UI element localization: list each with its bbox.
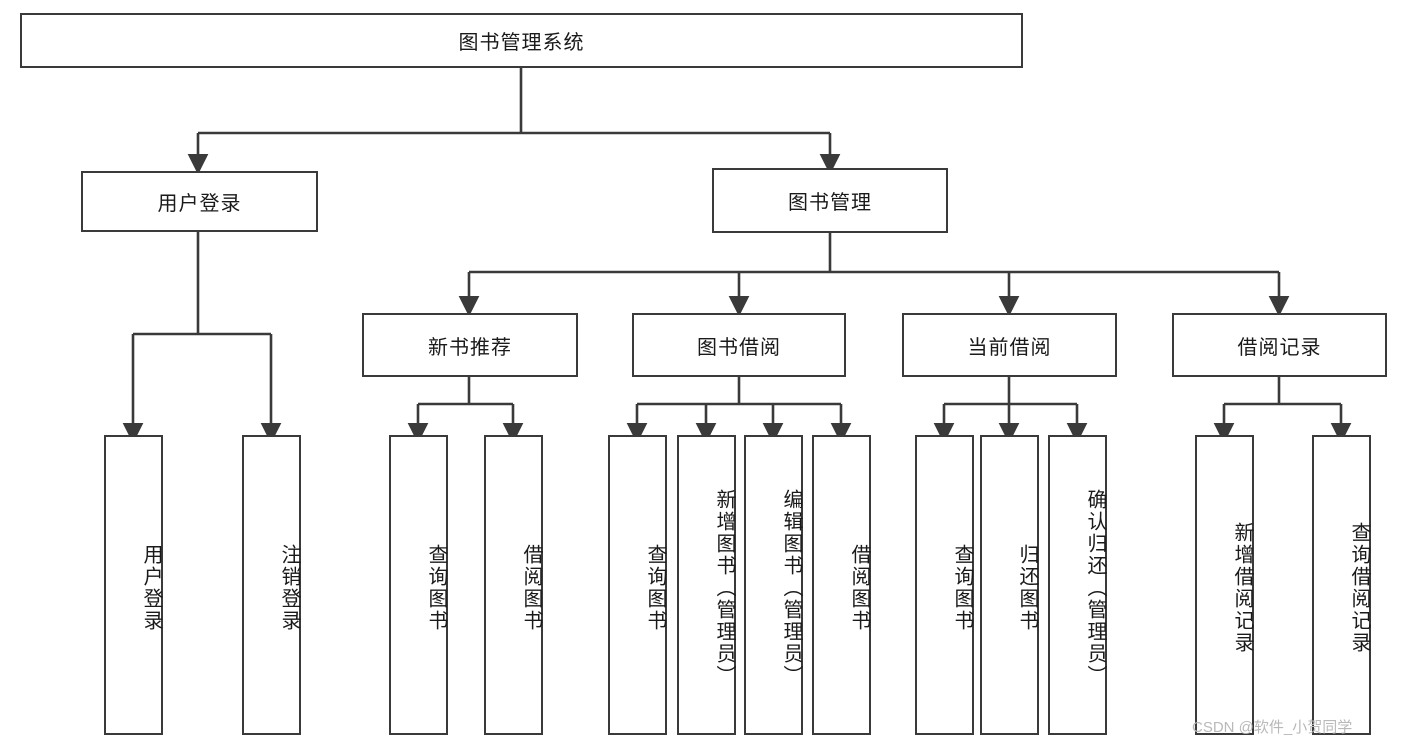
node-label: 借阅图书	[848, 544, 870, 632]
leaf-record-add-record[interactable]: 新增借阅记录	[1195, 435, 1254, 735]
node-book-management-system[interactable]: 图书管理系统	[20, 13, 1023, 68]
leaf-borrow-add-book-admin[interactable]: 新增图书（管理员）	[677, 435, 736, 735]
leaf-current-return-book[interactable]: 归还图书	[980, 435, 1039, 735]
node-label: 当前借阅	[967, 336, 1052, 359]
leaf-borrow-query-book[interactable]: 查询图书	[608, 435, 667, 735]
node-label: 新增借阅记录	[1231, 522, 1253, 654]
node-label: 用户登录	[140, 544, 162, 632]
node-label: 图书管理	[788, 192, 872, 214]
node-label: 确认归还（管理员）	[1084, 489, 1106, 687]
node-borrow-record[interactable]: 借阅记录	[1172, 313, 1387, 377]
node-label: 图书管理系统	[458, 32, 585, 54]
node-label: 新书推荐	[428, 336, 512, 359]
leaf-record-query-record[interactable]: 查询借阅记录	[1312, 435, 1371, 735]
node-book-management[interactable]: 图书管理	[712, 168, 948, 233]
node-book-borrow[interactable]: 图书借阅	[632, 313, 846, 377]
node-label: 查询图书	[425, 544, 447, 632]
node-current-borrow[interactable]: 当前借阅	[902, 313, 1117, 377]
leaf-borrow-edit-book-admin[interactable]: 编辑图书（管理员）	[744, 435, 803, 735]
watermark-text: CSDN @软件_小贺同学	[1192, 719, 1353, 736]
node-label: 用户登录	[157, 193, 242, 215]
leaf-current-query-book[interactable]: 查询图书	[915, 435, 974, 735]
node-label: 借阅图书	[520, 544, 542, 632]
leaf-recommend-query-book[interactable]: 查询图书	[389, 435, 448, 735]
node-label: 查询借阅记录	[1348, 522, 1370, 654]
node-label: 借阅记录	[1237, 336, 1322, 359]
node-label: 查询图书	[644, 544, 666, 632]
leaf-current-confirm-return-admin[interactable]: 确认归还（管理员）	[1048, 435, 1107, 735]
node-label: 查询图书	[951, 544, 973, 632]
node-user-login[interactable]: 用户登录	[81, 171, 318, 232]
leaf-user-login-login[interactable]: 用户登录	[104, 435, 163, 735]
node-label: 归还图书	[1016, 544, 1038, 632]
node-new-book-recommend[interactable]: 新书推荐	[362, 313, 578, 377]
node-label: 图书借阅	[697, 336, 781, 359]
leaf-recommend-borrow-book[interactable]: 借阅图书	[484, 435, 543, 735]
node-label: 注销登录	[278, 544, 300, 632]
leaf-user-login-logout[interactable]: 注销登录	[242, 435, 301, 735]
node-label: 编辑图书（管理员）	[780, 489, 802, 687]
node-label: 新增图书（管理员）	[713, 489, 735, 687]
leaf-borrow-borrow-book[interactable]: 借阅图书	[812, 435, 871, 735]
